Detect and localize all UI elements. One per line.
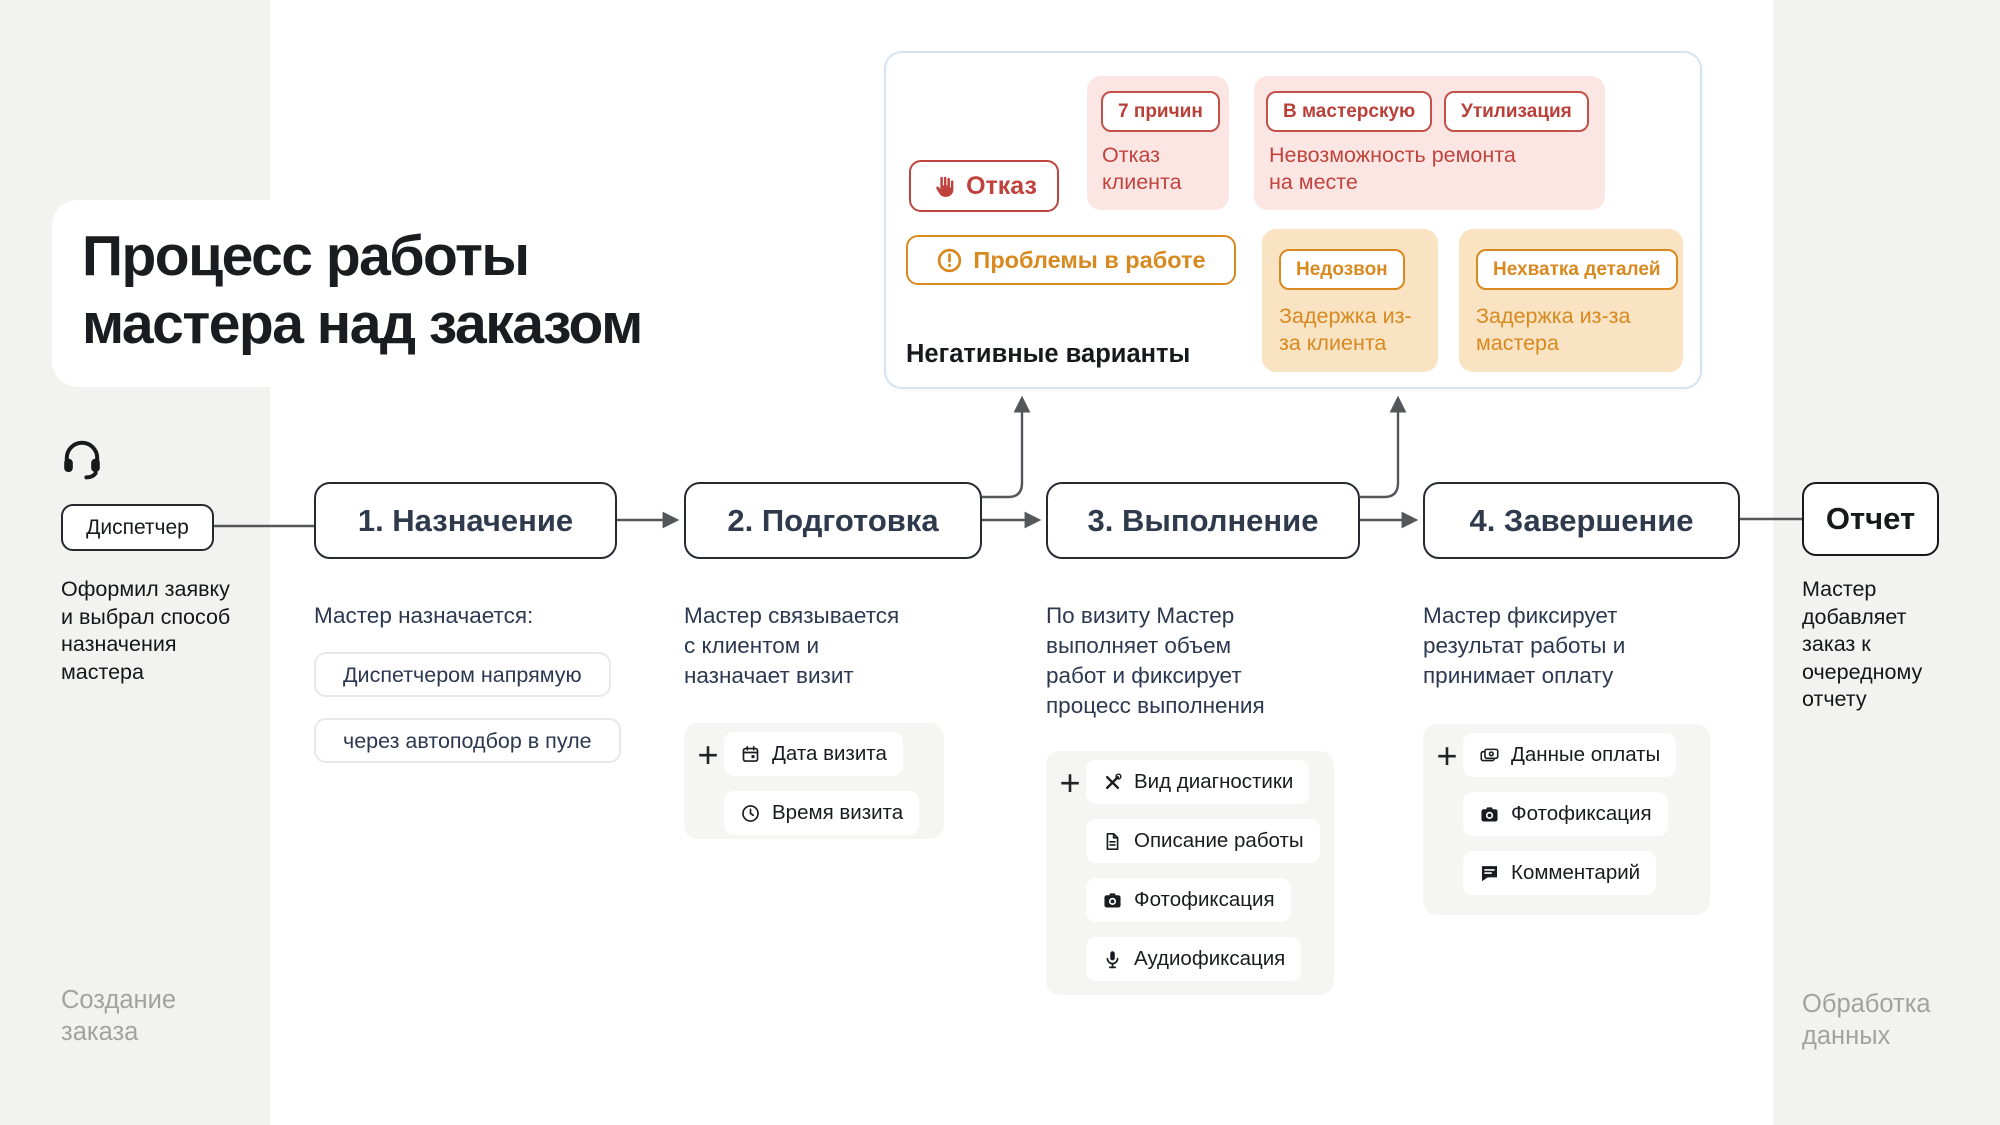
chip-utilization[interactable]: Утилизация xyxy=(1444,91,1589,132)
step-2-list: + Дата визита xyxy=(684,723,944,839)
dispatcher-label: Диспетчер xyxy=(86,515,189,539)
step-3-subtitle: По визиту Мастер выполняет объем работ и… xyxy=(1046,603,1265,718)
option-auto-pool[interactable]: через автоподбор в пуле xyxy=(314,718,621,763)
list-item-photo-fixation[interactable]: Фотофиксация xyxy=(1086,878,1291,922)
list-item-diagnostics-type[interactable]: Вид диагностики xyxy=(1086,760,1310,804)
alert-circle-icon xyxy=(936,247,963,274)
photo-fixation-label: Фотофиксация xyxy=(1511,802,1652,825)
step-4-label: 4. Завершение xyxy=(1469,502,1694,538)
hand-stop-icon xyxy=(931,174,956,199)
headset-icon xyxy=(58,434,106,482)
report-label: Отчет xyxy=(1825,501,1916,536)
refusal-button[interactable]: Отказ xyxy=(909,160,1059,212)
dispatcher-description: Оформил заявку и выбрал способ назначени… xyxy=(61,577,231,684)
dispatcher-pill[interactable]: Диспетчер xyxy=(61,504,214,551)
clock-icon xyxy=(740,803,761,824)
comment-label: Комментарий xyxy=(1511,861,1641,884)
camera-icon xyxy=(1102,890,1123,911)
page-title: Процесс работы мастера над заказом xyxy=(82,224,643,356)
microphone-icon xyxy=(1102,949,1123,970)
list-item-work-description[interactable]: Описание работы xyxy=(1086,819,1320,863)
step-4-list: + Данные оплаты xyxy=(1423,724,1710,915)
chip-to-workshop[interactable]: В мастерскую xyxy=(1266,91,1433,132)
right-band xyxy=(1773,0,2000,1125)
diagnostics-type-label: Вид диагностики xyxy=(1134,770,1294,793)
work-description-label: Описание работы xyxy=(1134,829,1304,852)
no-repair-label: Невозможность ремонта на месте xyxy=(1269,143,1516,194)
payment-icon xyxy=(1479,745,1500,766)
plus-icon: + xyxy=(1059,762,1081,803)
step-2-label: 2. Подготовка xyxy=(727,502,939,538)
tools-icon xyxy=(1102,772,1123,793)
step-box-assignment[interactable]: 1. Назначение xyxy=(314,482,617,559)
chip-no-answer[interactable]: Недозвон xyxy=(1279,249,1405,290)
list-item-comment[interactable]: Комментарий xyxy=(1463,851,1657,895)
step-4-subtitle: Мастер фиксирует результат работы и прин… xyxy=(1423,603,1626,688)
step-box-execution[interactable]: 3. Выполнение xyxy=(1046,482,1360,559)
chip-7-reasons[interactable]: 7 причин xyxy=(1101,91,1220,132)
audio-fixation-label: Аудиофиксация xyxy=(1134,947,1286,970)
list-item-photo-fixation[interactable]: Фотофиксация xyxy=(1463,792,1668,836)
negative-variants-panel: Отказ 7 причин Отказ клиента В мастерску… xyxy=(884,51,1702,389)
step-3-list: + Вид диагностики xyxy=(1046,751,1334,995)
problems-button[interactable]: Проблемы в работе xyxy=(906,235,1236,285)
photo-fixation-label: Фотофиксация xyxy=(1134,888,1275,911)
corner-label-order-creation: Создание заказа xyxy=(61,986,177,1046)
document-icon xyxy=(1102,831,1123,852)
problems-button-label: Проблемы в работе xyxy=(973,246,1206,273)
client-refusal-label: Отказ клиента xyxy=(1102,143,1182,194)
list-item-payment-data[interactable]: Данные оплаты xyxy=(1463,733,1677,777)
report-description: Мастер добавляет заказ к очередному отче… xyxy=(1802,577,1923,711)
list-item-audio-fixation[interactable]: Аудиофиксация xyxy=(1086,937,1302,981)
master-delay-card: Нехватка деталей Задержка из-за мастера xyxy=(1459,229,1683,372)
camera-icon xyxy=(1479,804,1500,825)
plus-icon: + xyxy=(1436,735,1458,776)
left-band xyxy=(0,0,270,1125)
client-delay-label: Задержка из- за клиента xyxy=(1279,304,1412,355)
master-delay-label: Задержка из-за мастера xyxy=(1476,304,1631,355)
client-refusal-card: 7 причин Отказ клиента xyxy=(1087,76,1229,210)
step-2-subtitle: Мастер связывается с клиентом и назначае… xyxy=(684,603,900,688)
corner-label-data-processing: Обработка данных xyxy=(1802,990,1931,1050)
client-delay-card: Недозвон Задержка из- за клиента xyxy=(1262,229,1438,372)
payment-data-label: Данные оплаты xyxy=(1511,743,1661,766)
step-3-label: 3. Выполнение xyxy=(1087,502,1319,538)
step-box-preparation[interactable]: 2. Подготовка xyxy=(684,482,982,559)
calendar-icon xyxy=(740,744,761,765)
report-pill[interactable]: Отчет xyxy=(1802,482,1939,556)
plus-icon: + xyxy=(697,734,719,775)
step-1-label: 1. Назначение xyxy=(357,502,574,538)
visit-date-label: Дата визита xyxy=(772,742,887,765)
list-item-visit-time[interactable]: Время визита xyxy=(724,791,920,835)
no-repair-card: В мастерскую Утилизация Невозможность ре… xyxy=(1254,76,1605,210)
visit-time-label: Время визита xyxy=(772,801,904,824)
comment-icon xyxy=(1479,863,1500,884)
option-dispatcher-direct[interactable]: Диспетчером напрямую xyxy=(314,652,611,697)
list-item-visit-date[interactable]: Дата визита xyxy=(724,732,903,776)
refusal-button-label: Отказ xyxy=(966,171,1037,200)
chip-missing-parts[interactable]: Нехватка деталей xyxy=(1476,249,1678,290)
step-box-completion[interactable]: 4. Завершение xyxy=(1423,482,1740,559)
step-1-subtitle: Мастер назначается: xyxy=(314,603,534,628)
negative-variants-title: Негативные варианты xyxy=(906,340,1191,368)
title-background xyxy=(52,200,770,387)
